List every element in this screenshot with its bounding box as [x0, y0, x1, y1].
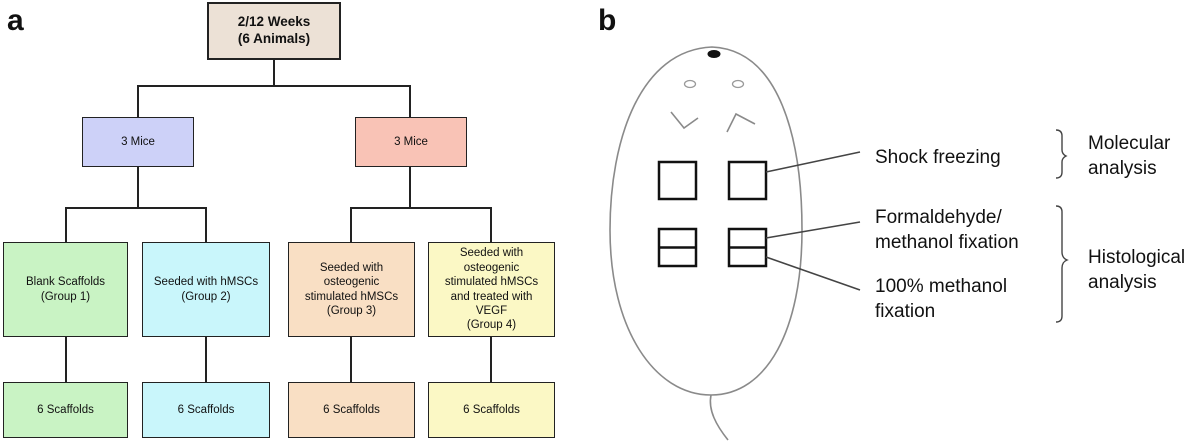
mouse-right-ear	[726, 112, 756, 133]
panel-a-letter: a	[7, 4, 24, 37]
pointer-methanol	[765, 256, 861, 291]
right-mice-box: 3 Mice	[355, 117, 467, 167]
scaffolds-box-4: 6 Scaffolds	[428, 382, 555, 438]
scaffolds-box-1: 6 Scaffolds	[3, 382, 128, 438]
implant-square-left-top	[657, 160, 698, 201]
bracket-molecular	[1055, 129, 1068, 179]
mouse-left-eye	[683, 79, 697, 89]
group-1-box: Blank Scaffolds (Group 1)	[3, 242, 128, 337]
scaffolds-box-3: 6 Scaffolds	[288, 382, 415, 438]
label-methanol-fixation: 100% methanol fixation	[875, 276, 1008, 323]
group-2-box: Seeded with hMSCs (Group 2)	[142, 242, 270, 337]
label-shock-freezing: Shock freezing	[875, 147, 1001, 168]
group-3-box: Seeded with osteogenic stimulated hMSCs …	[288, 242, 415, 337]
label-histological-analysis: Histological analysis	[1088, 247, 1186, 294]
scaffolds-box-2: 6 Scaffolds	[142, 382, 270, 438]
mouse-left-ear	[670, 111, 699, 130]
group-4-box: Seeded with osteogenic stimulated hMSCs …	[428, 242, 555, 337]
bracket-histological	[1055, 205, 1069, 323]
label-formaldehyde-fixation: Formaldehyde/ methanol fixation	[875, 207, 1019, 254]
root-box: 2/12 Weeks (6 Animals)	[207, 2, 341, 60]
mouse-right-eye	[731, 79, 745, 89]
mouse-tail	[709, 394, 729, 441]
pointer-shock-freezing	[765, 151, 861, 173]
left-mice-box: 3 Mice	[82, 117, 194, 167]
implant-square-right-top	[727, 160, 768, 201]
pointer-formaldehyde	[765, 221, 861, 239]
label-molecular-analysis: Molecular analysis	[1088, 133, 1171, 180]
mouse-nose	[707, 50, 721, 58]
panel-b-letter: b	[598, 4, 617, 37]
mouse-body-outline	[609, 46, 803, 396]
